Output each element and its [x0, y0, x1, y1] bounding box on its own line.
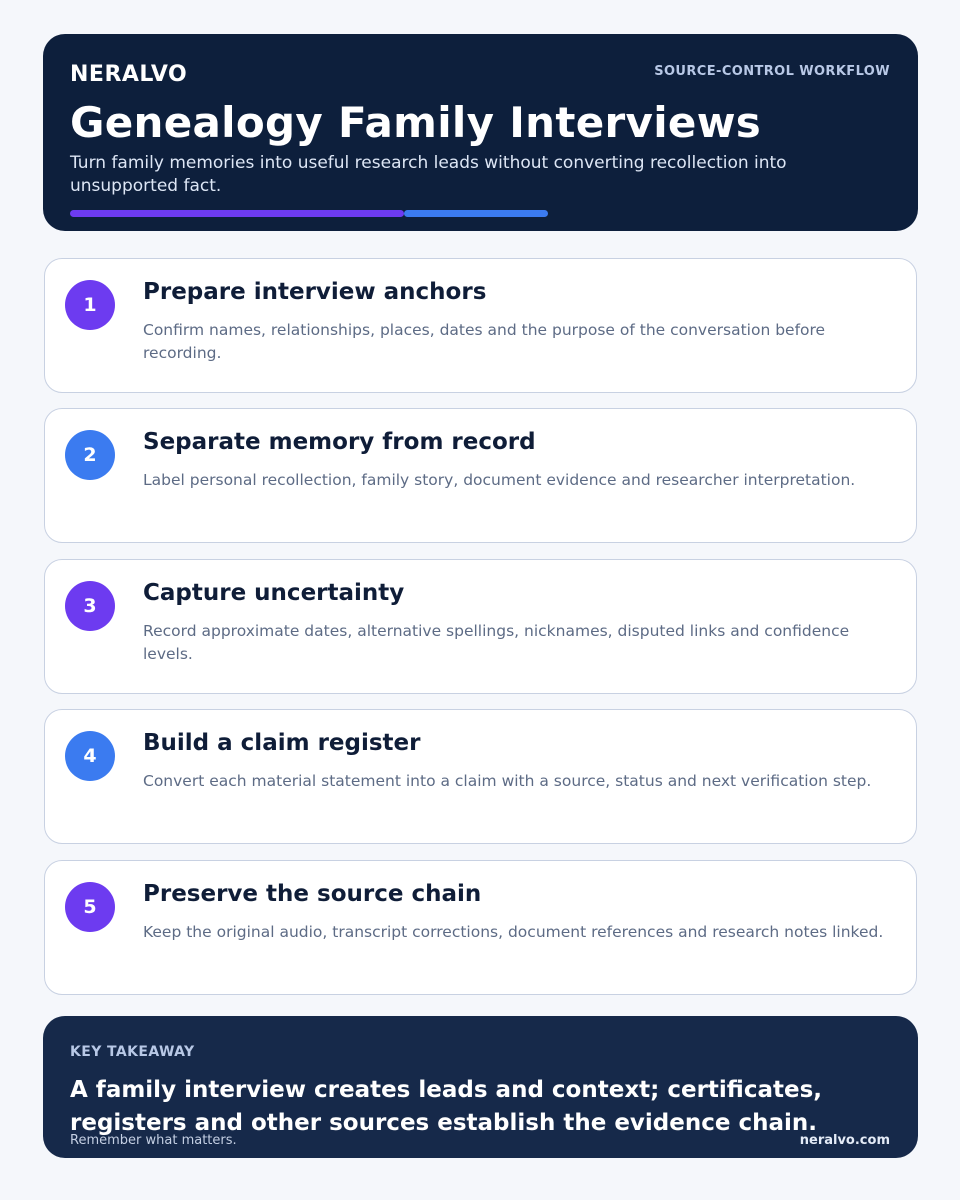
footer-site-link[interactable]: neralvo.com [799, 1133, 890, 1148]
step-number-badge: 1 [65, 280, 115, 330]
accent-bar-blue [404, 210, 548, 217]
step-description: Record approximate dates, alternative sp… [143, 622, 850, 663]
step-title: Build a claim register [143, 730, 421, 756]
step-number-badge: 2 [65, 430, 115, 480]
brand-logo: NERALVO [70, 62, 188, 87]
step-card-5: 5 Preserve the source chain Keep the ori… [44, 860, 917, 995]
step-title: Prepare interview anchors [143, 279, 487, 305]
takeaway-text: A family interview creates leads and con… [70, 1077, 823, 1136]
accent-bar-purple [70, 210, 404, 217]
workflow-tag: SOURCE-CONTROL WORKFLOW [654, 64, 890, 79]
step-card-2: 2 Separate memory from record Label pers… [44, 408, 917, 543]
footer-tagline: Remember what matters. [70, 1133, 237, 1148]
step-title: Separate memory from record [143, 429, 536, 455]
takeaway-label: KEY TAKEAWAY [70, 1044, 195, 1060]
page-title: Genealogy Family Interviews [70, 98, 762, 147]
step-card-3: 3 Capture uncertainty Record approximate… [44, 559, 917, 694]
step-description: Confirm names, relationships, places, da… [143, 321, 826, 362]
step-card-1: 1 Prepare interview anchors Confirm name… [44, 258, 917, 393]
step-number-badge: 4 [65, 731, 115, 781]
step-description: Label personal recollection, family stor… [143, 471, 856, 489]
header-banner: NERALVO SOURCE-CONTROL WORKFLOW Genealog… [43, 34, 918, 231]
step-description: Keep the original audio, transcript corr… [143, 923, 884, 941]
step-title: Preserve the source chain [143, 881, 482, 907]
key-takeaway-panel: KEY TAKEAWAY A family interview creates … [43, 1016, 918, 1158]
step-description: Convert each material statement into a c… [143, 772, 872, 790]
step-card-4: 4 Build a claim register Convert each ma… [44, 709, 917, 844]
step-number-badge: 3 [65, 581, 115, 631]
page-subtitle: Turn family memories into useful researc… [70, 153, 787, 196]
step-number-badge: 5 [65, 882, 115, 932]
step-title: Capture uncertainty [143, 580, 405, 606]
